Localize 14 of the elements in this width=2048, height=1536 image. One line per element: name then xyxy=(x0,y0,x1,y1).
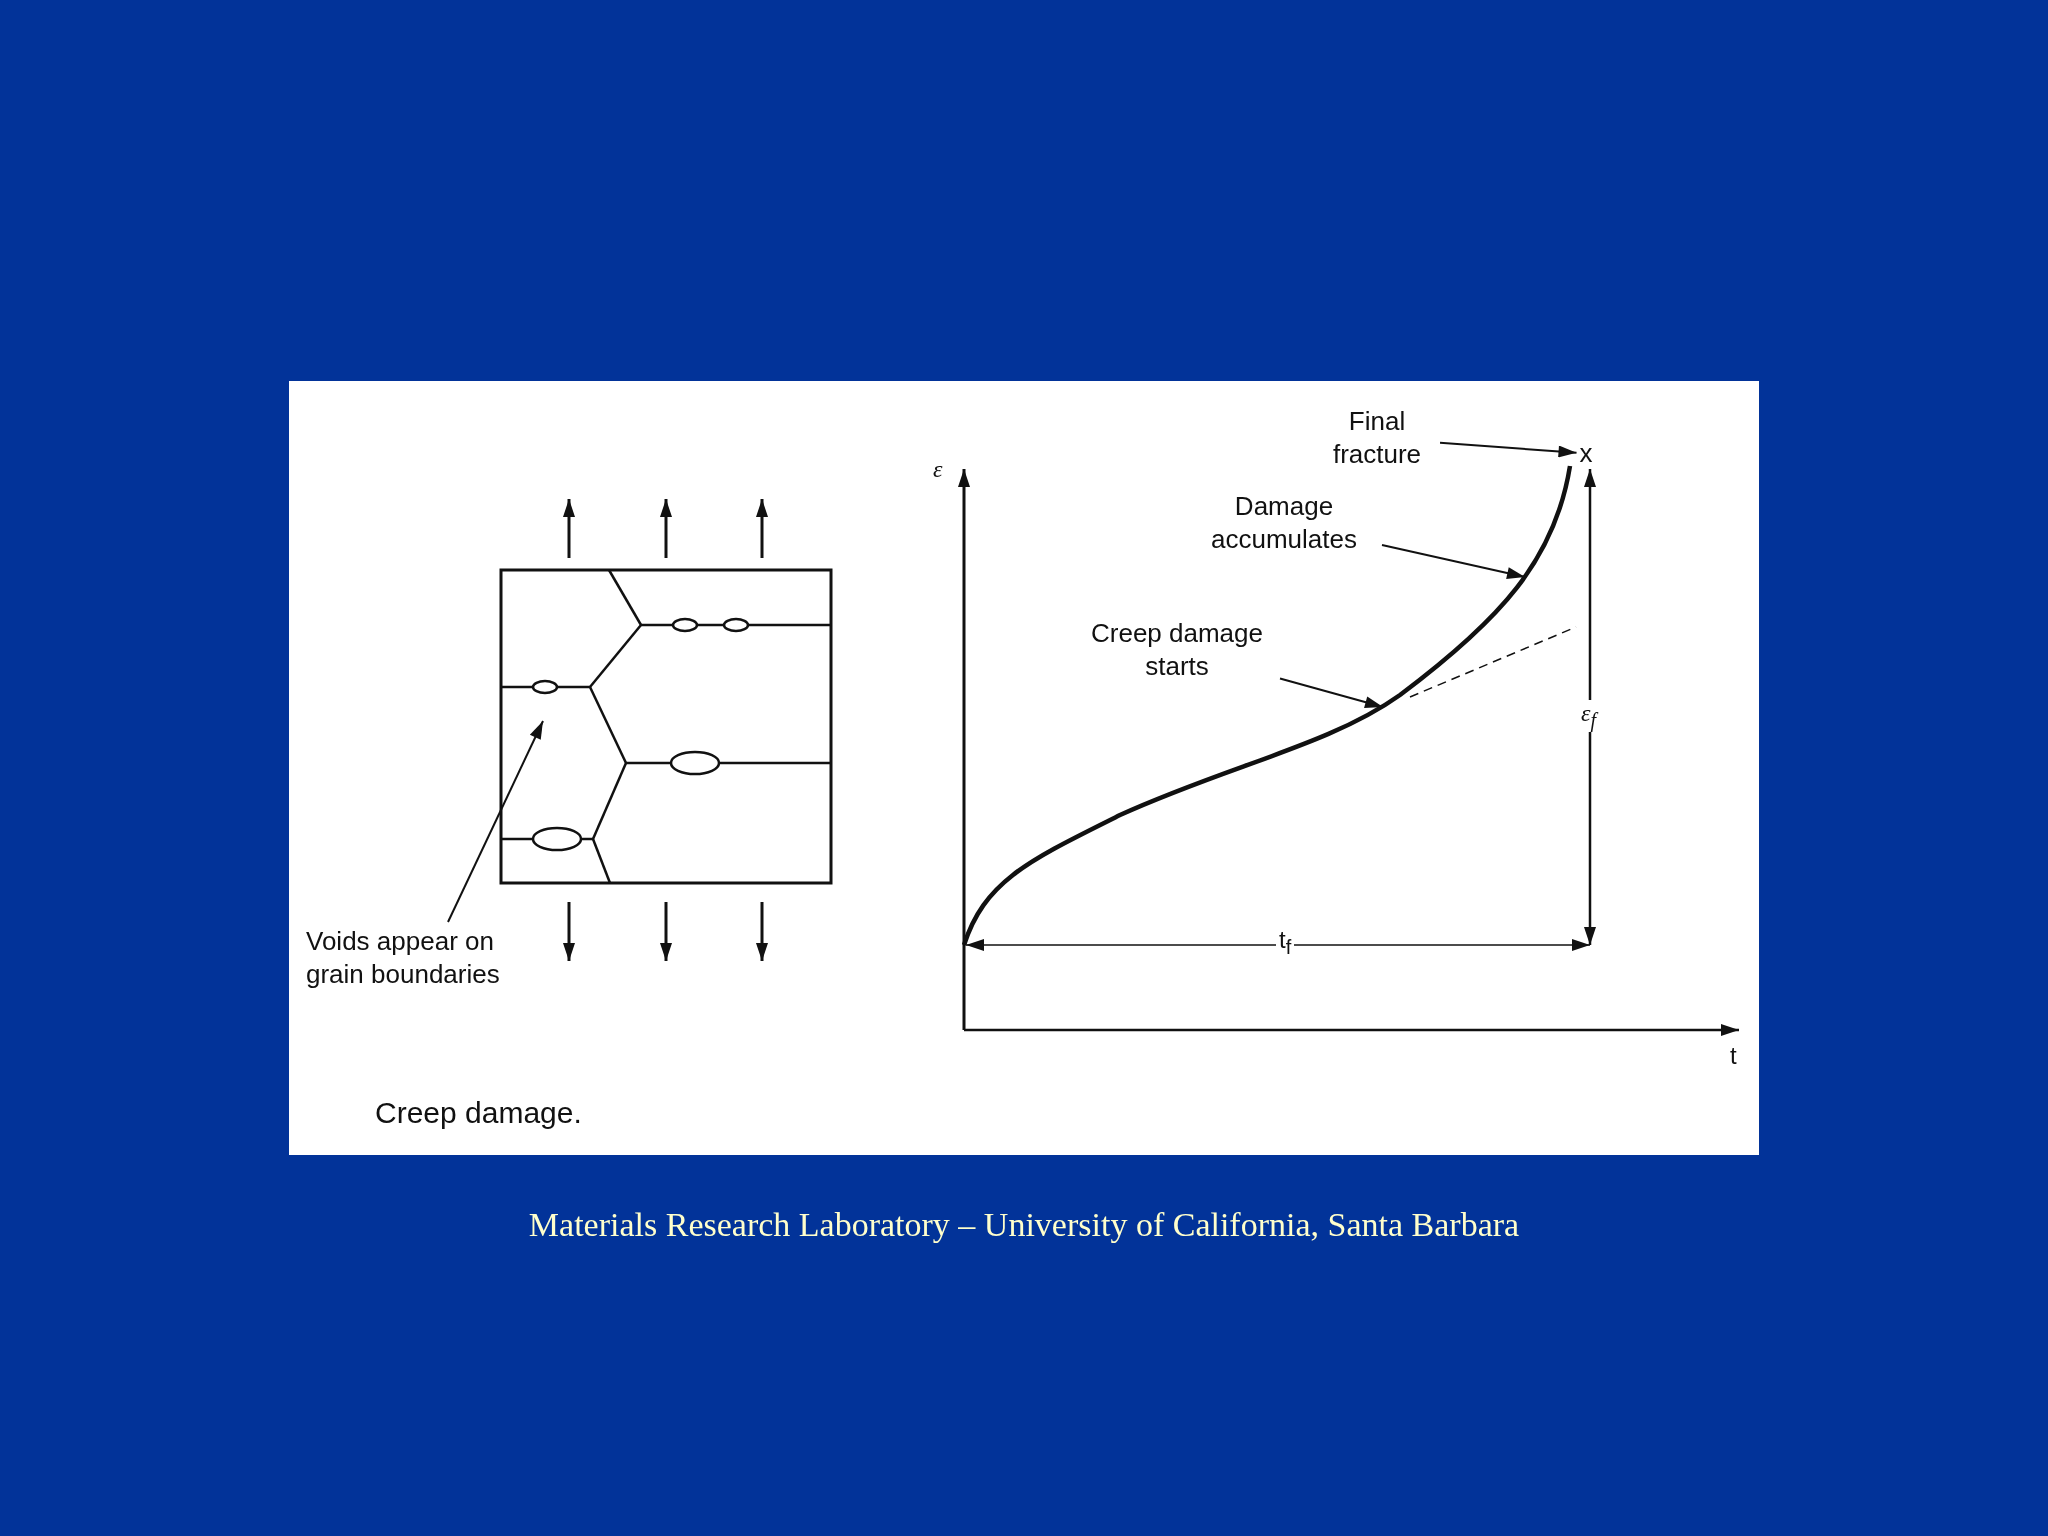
annotation-text: Final fracture xyxy=(1317,405,1437,471)
leader-line xyxy=(1381,543,1526,579)
axis-label: t xyxy=(1730,1042,1737,1070)
annotation-text: Creep damage starts xyxy=(1077,617,1277,683)
dimension-label: ε$_{f}$ xyxy=(1578,700,1600,732)
leader-line xyxy=(1439,441,1578,458)
axis-label: ε xyxy=(933,456,943,483)
figure-caption: Creep damage. xyxy=(375,1096,582,1130)
footer-text: Materials Research Laboratory – University of California, Santa Barbara xyxy=(528,1206,1520,1244)
annotation-text: Voids appear on grain boundaries xyxy=(306,925,556,991)
annotation-text: Damage accumulates xyxy=(1189,490,1379,556)
leader-line xyxy=(447,720,544,923)
fracture-mark: x xyxy=(1579,437,1593,470)
leader-line xyxy=(1279,677,1384,708)
